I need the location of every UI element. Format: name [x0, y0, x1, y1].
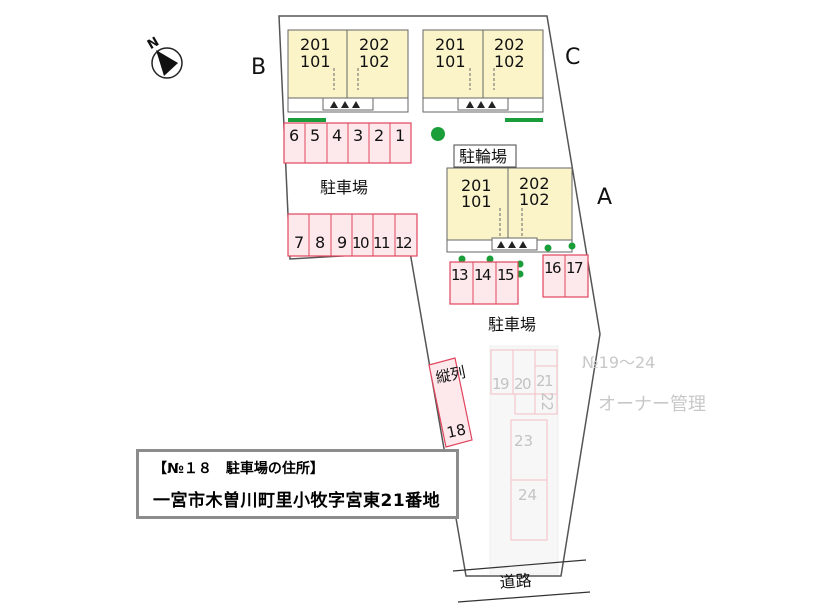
parking-space-number: 20 [514, 375, 531, 393]
parking-space-number: 3 [353, 126, 363, 145]
shrub-marker [568, 242, 576, 250]
parking-row-a-left: 13 14 15 [449, 261, 519, 305]
parking-row-a-right: 16 17 [542, 254, 589, 298]
unit-label: 101 [300, 52, 331, 71]
parking-space-number: 15 [497, 266, 514, 284]
parking-space-number: 16 [544, 259, 561, 277]
tandem-label: 縦列 [434, 363, 467, 387]
parking-row-b-bottom: 7 8 9 10 11 12 [287, 213, 418, 257]
parking-space-number: 21 [536, 372, 553, 390]
unit-label: 101 [435, 52, 466, 71]
unit-label: 102 [494, 52, 525, 71]
building-c: 201 202 101 102 [422, 29, 544, 113]
parking-space-number: 10 [352, 234, 369, 252]
unit-label: 201 [435, 35, 466, 54]
shrub-marker [544, 244, 552, 252]
parking-space-number: 13 [451, 266, 468, 284]
parking-space-number: 23 [514, 432, 533, 450]
road: 道路 [452, 559, 591, 603]
parking-lot-label: 駐車場 [320, 178, 368, 197]
unit-label: 102 [519, 190, 550, 209]
parking-space-number: 8 [315, 233, 325, 252]
building-label-b: B [251, 55, 266, 80]
owner-range-label: №19～24 [582, 353, 655, 372]
address-title: 【№１８ 駐車場の住所】 [153, 461, 324, 477]
parking-space-number: 12 [395, 234, 412, 252]
owner-managed-zone: 19 20 21 22 23 24 [489, 345, 559, 575]
parking-lot-label: 駐車場 [488, 315, 536, 334]
parking-space-number: 18 [445, 420, 467, 442]
unit-label: 201 [300, 35, 331, 54]
building-label-a: A [597, 185, 612, 210]
building-label-c: C [565, 45, 580, 70]
parking-space-number: 2 [374, 126, 384, 145]
unit-label: 202 [494, 35, 525, 54]
unit-label: 102 [359, 52, 390, 71]
parking-space-number: 1 [395, 126, 405, 145]
parking-space-number: 22 [538, 392, 556, 411]
compass-icon: N [145, 34, 183, 79]
tree-marker [431, 127, 445, 141]
unit-label: 101 [461, 192, 492, 211]
hedge-marker [505, 118, 543, 122]
parking-space-number: 14 [474, 266, 491, 284]
parking-space-number: 17 [566, 259, 583, 277]
shrub-marker [486, 255, 494, 263]
building-a: 201 202 101 102 [446, 167, 573, 253]
parking-space-number: 4 [332, 126, 342, 145]
parking-space-number: 24 [518, 486, 537, 504]
unit-label: 202 [519, 174, 550, 193]
parking-space-number: 7 [294, 233, 304, 252]
bicycle-parking: 駐輪場 [453, 144, 517, 168]
unit-label: 202 [359, 35, 390, 54]
road-label: 道路 [499, 571, 532, 592]
parking-space-number: 5 [310, 126, 320, 145]
address-box: 【№１８ 駐車場の住所】 一宮市木曽川町里小牧字宮東21番地 [136, 449, 459, 519]
parking-space-number: 6 [289, 126, 299, 145]
parking-tandem-18: 縦列 18 [428, 357, 473, 448]
shrub-marker [458, 255, 466, 263]
building-b: 201 202 101 102 [287, 29, 409, 113]
bicycle-parking-label: 駐輪場 [459, 147, 507, 166]
parking-space-number: 19 [492, 375, 509, 393]
address-text: 一宮市木曽川町里小牧字宮東21番地 [153, 491, 441, 511]
parking-space-number: 9 [337, 233, 347, 252]
unit-label: 201 [461, 176, 492, 195]
parking-row-b-top: 6 5 4 3 2 1 [283, 122, 412, 164]
parking-space-number: 11 [373, 234, 390, 252]
hedge-marker [288, 118, 326, 122]
owner-managed-label: オーナー管理 [598, 394, 706, 415]
